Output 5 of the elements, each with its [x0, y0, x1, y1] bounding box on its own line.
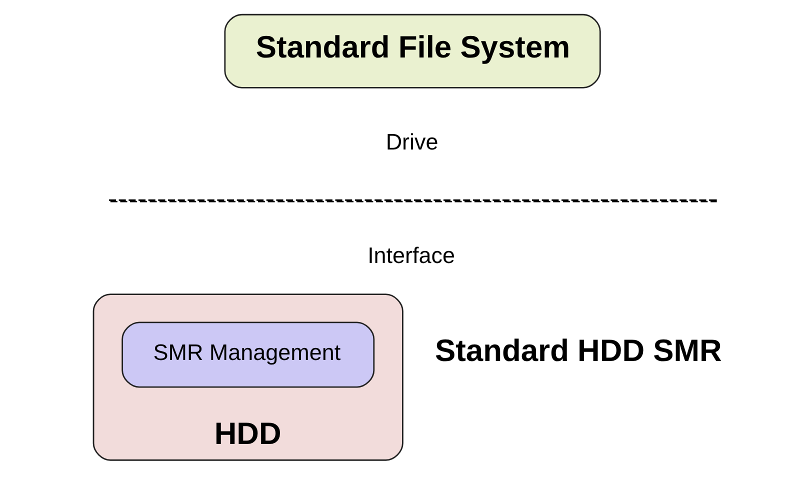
label: Standard HDD SMR	[434, 332, 722, 368]
label: Drive	[385, 128, 438, 154]
node-box: SMR Management	[121, 321, 374, 388]
node-box: Standard File System	[224, 13, 600, 88]
label: Interface	[367, 242, 455, 268]
